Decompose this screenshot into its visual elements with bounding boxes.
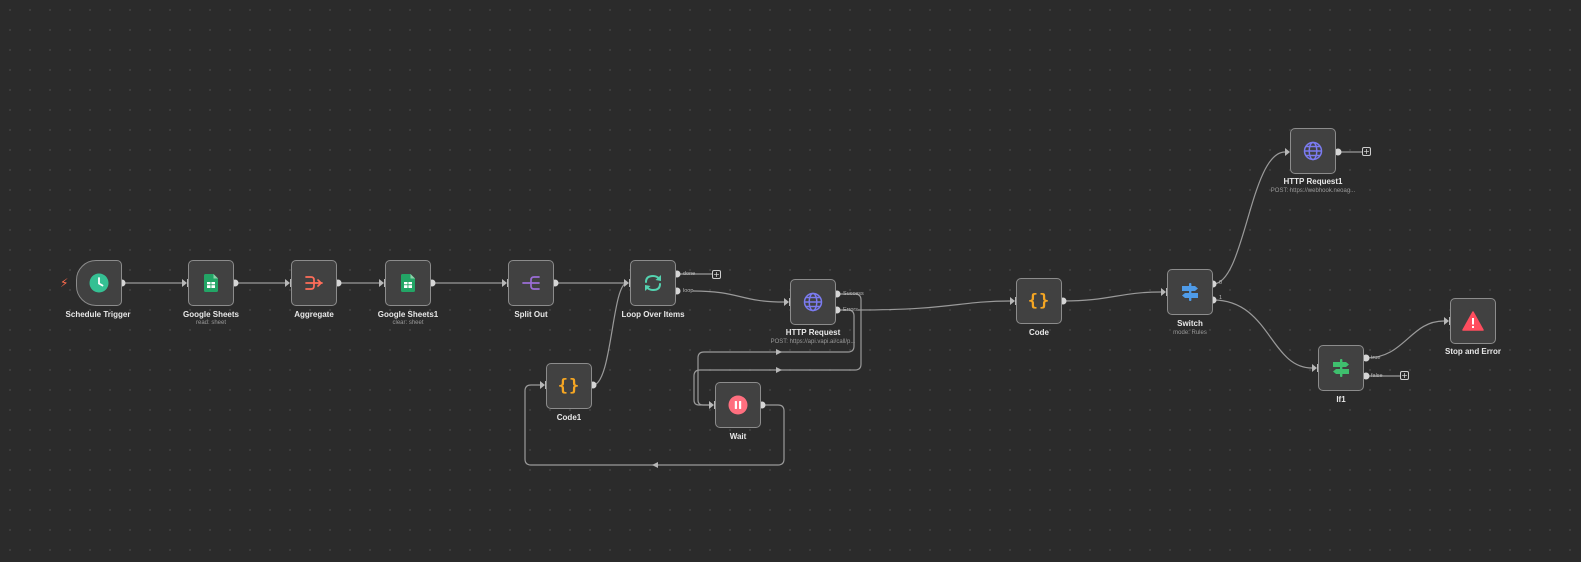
signpost-icon bbox=[1331, 358, 1351, 378]
node-label: HTTP Request bbox=[785, 328, 841, 337]
add-node-button[interactable]: + bbox=[1400, 371, 1409, 380]
edge-http-to-code bbox=[857, 300, 1011, 311]
node-label: Stop and Error bbox=[1444, 347, 1501, 356]
node-loop-over-items[interactable] bbox=[630, 260, 676, 306]
trigger-bolt-icon: ⚡ bbox=[60, 276, 69, 290]
node-label: Code bbox=[1029, 328, 1049, 337]
node-label: Switch bbox=[1177, 319, 1203, 328]
node-label: Google Sheets bbox=[182, 310, 239, 319]
node-subtitle: read: sheet bbox=[195, 320, 227, 326]
output-label-true: true bbox=[1371, 355, 1381, 361]
node-stop-and-error[interactable] bbox=[1450, 298, 1496, 344]
aggregate-icon bbox=[304, 274, 324, 292]
output-label-loop: loop bbox=[683, 288, 694, 294]
output-label-false: false bbox=[1371, 373, 1383, 379]
output-label-1: 1 bbox=[1219, 295, 1223, 301]
node-split-out[interactable] bbox=[508, 260, 554, 306]
globe-icon bbox=[1303, 141, 1323, 161]
edge-if1-to-stop bbox=[1365, 320, 1445, 359]
node-label: Google Sheets1 bbox=[377, 310, 439, 319]
edge-code1-to-loop bbox=[592, 282, 628, 386]
pause-icon bbox=[728, 395, 748, 415]
warning-icon bbox=[1462, 311, 1484, 331]
node-label: Split Out bbox=[514, 310, 548, 319]
node-label: If1 bbox=[1336, 395, 1346, 404]
node-if1[interactable] bbox=[1318, 345, 1364, 391]
node-label: Aggregate bbox=[294, 310, 334, 319]
globe-icon bbox=[803, 292, 823, 312]
node-label: Wait bbox=[729, 432, 747, 441]
node-subtitle: POST: https://api.vapi.ai/call/p... bbox=[770, 339, 856, 345]
node-subtitle: POST: https://webhook.neoag... bbox=[1270, 188, 1356, 194]
output-label-done: done bbox=[683, 271, 696, 277]
node-subtitle: clear: sheet bbox=[392, 320, 424, 326]
edge-switch-to-http1 bbox=[1212, 151, 1286, 285]
loop-icon bbox=[642, 273, 664, 293]
code-icon: {} bbox=[1027, 291, 1051, 311]
output-label-errors: Errors bbox=[843, 307, 858, 313]
node-google-sheets[interactable] bbox=[188, 260, 234, 306]
clock-icon bbox=[89, 273, 109, 293]
add-node-button[interactable]: + bbox=[712, 270, 721, 279]
node-schedule-trigger[interactable] bbox=[76, 260, 122, 306]
node-subtitle: mode: Rules bbox=[1173, 330, 1207, 336]
split-out-icon bbox=[521, 274, 541, 292]
node-code1[interactable]: {} bbox=[546, 363, 592, 409]
google-sheets-icon bbox=[204, 274, 218, 292]
node-http-request[interactable] bbox=[790, 279, 836, 325]
node-label: Loop Over Items bbox=[621, 310, 685, 319]
edge-switch-to-if1 bbox=[1212, 299, 1313, 369]
node-code[interactable]: {} bbox=[1016, 278, 1062, 324]
node-aggregate[interactable] bbox=[291, 260, 337, 306]
google-sheets-icon bbox=[401, 274, 415, 292]
signpost-icon bbox=[1180, 282, 1200, 302]
node-switch[interactable] bbox=[1167, 269, 1213, 315]
node-google-sheets1[interactable] bbox=[385, 260, 431, 306]
edge-code-to-switch bbox=[1062, 291, 1162, 302]
add-node-button[interactable]: + bbox=[1362, 147, 1371, 156]
node-label: HTTP Request1 bbox=[1283, 177, 1343, 186]
edge-loop-to-http bbox=[692, 290, 785, 303]
node-http-request1[interactable] bbox=[1290, 128, 1336, 174]
code-icon: {} bbox=[557, 376, 581, 396]
node-label: Schedule Trigger bbox=[65, 310, 131, 319]
node-label: Code1 bbox=[556, 413, 582, 422]
output-label-0: 0 bbox=[1219, 280, 1223, 286]
output-label-success: Success bbox=[843, 291, 864, 297]
node-wait[interactable] bbox=[715, 382, 761, 428]
